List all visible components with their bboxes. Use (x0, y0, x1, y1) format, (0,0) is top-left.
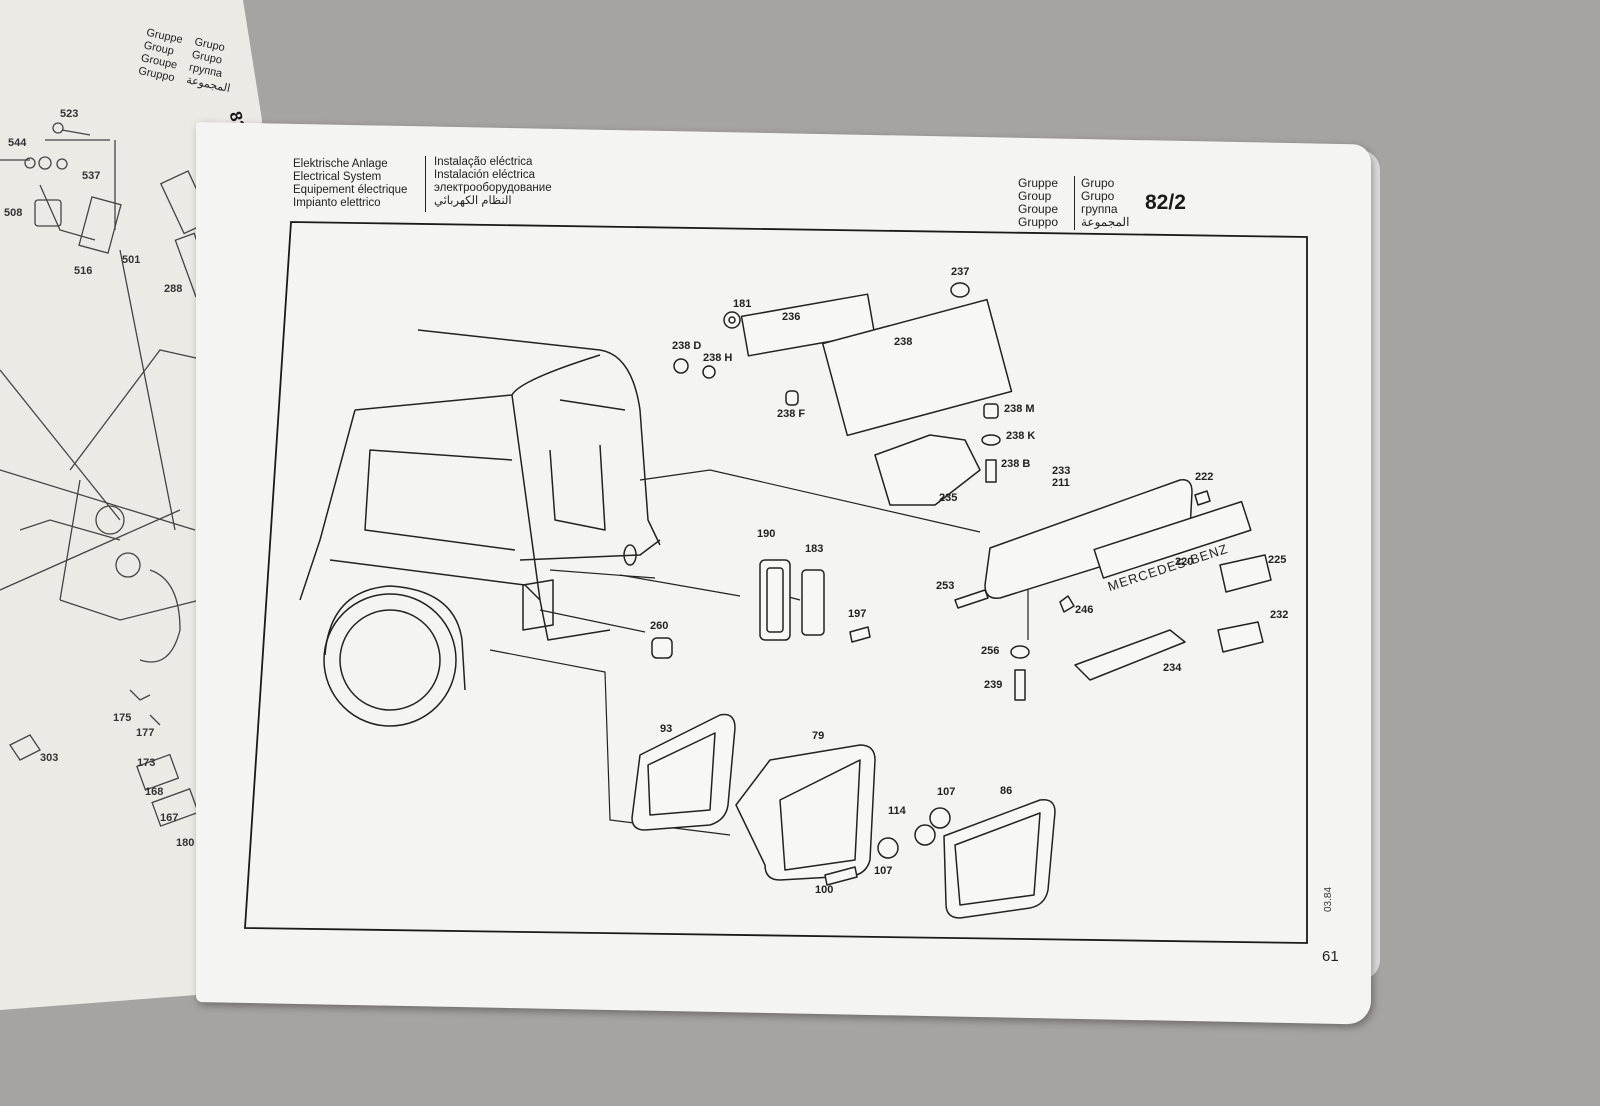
left-part-label: 516 (74, 265, 93, 277)
left-part-label: 303 (40, 752, 59, 764)
part-label: 183 (805, 543, 824, 555)
left-part-label: 508 (4, 207, 23, 219)
part-label: 211 (1052, 477, 1070, 489)
part-label: 107 (874, 865, 893, 877)
part-label: 197 (848, 608, 867, 620)
part-label: 220 (1175, 556, 1194, 568)
part-label: 234 (1163, 662, 1182, 674)
part-label: 181 (733, 298, 752, 310)
part-label: 235 (939, 492, 958, 504)
left-part-label: 167 (160, 812, 179, 824)
part-label: 239 (984, 679, 1003, 691)
vehicle-outline (299, 329, 661, 727)
left-part-label: 537 (82, 170, 101, 182)
part-label: 114 (888, 805, 906, 817)
part-label: 253 (936, 580, 955, 592)
part-label: 238 (894, 336, 913, 348)
part-label: 238 M (1004, 403, 1035, 415)
part-label: 233 (1052, 465, 1071, 477)
part-label: 232 (1270, 609, 1289, 621)
page-number: 61 (1322, 948, 1339, 965)
part-label: 79 (812, 730, 825, 742)
part-label: 238 F (777, 408, 806, 420)
part-label: 238 H (703, 352, 733, 364)
date-code: 03.84 (1323, 886, 1334, 912)
part-label: 86 (1000, 785, 1013, 797)
section-titles-b: Instalação eléctrica Instalación eléctri… (434, 156, 552, 207)
part-label: 238 K (1006, 430, 1036, 442)
left-part-label: 288 (164, 283, 183, 295)
part-label: 256 (981, 645, 1000, 657)
part-label: 222 (1195, 471, 1214, 483)
part-label: 238 D (672, 340, 702, 352)
part-label: 93 (660, 723, 673, 735)
part-label: 107 (937, 786, 956, 798)
group-divider (1074, 176, 1075, 230)
diagram-frame (244, 221, 1308, 944)
part-label: 236 (782, 311, 801, 323)
left-part-label: 501 (122, 254, 141, 266)
part-label: 238 B (1001, 458, 1031, 470)
section-titles: Elektrische Anlage Electrical System Equ… (293, 158, 408, 209)
parts (631, 282, 1272, 919)
header-divider (425, 156, 426, 212)
left-part-label: 168 (145, 786, 164, 798)
group-labels: Gruppe Group Groupe Gruppo (1018, 176, 1059, 229)
left-part-label: 544 (8, 137, 27, 149)
part-label: 225 (1268, 554, 1287, 566)
left-part-label: 175 (113, 712, 132, 724)
part-label: 100 (815, 884, 834, 896)
left-part-label: 523 (60, 108, 79, 120)
part-label: 237 (951, 266, 970, 278)
left-part-label: 177 (136, 727, 155, 739)
left-part-label: 180 (176, 837, 195, 849)
left-part-label: 173 (137, 757, 156, 769)
part-label: 190 (757, 528, 776, 540)
group-labels-b: Grupo Grupo группа المجموعة (1081, 176, 1130, 229)
part-label: 260 (650, 620, 669, 632)
group-number: 82/2 (1145, 191, 1186, 214)
part-label: 246 (1075, 604, 1094, 616)
